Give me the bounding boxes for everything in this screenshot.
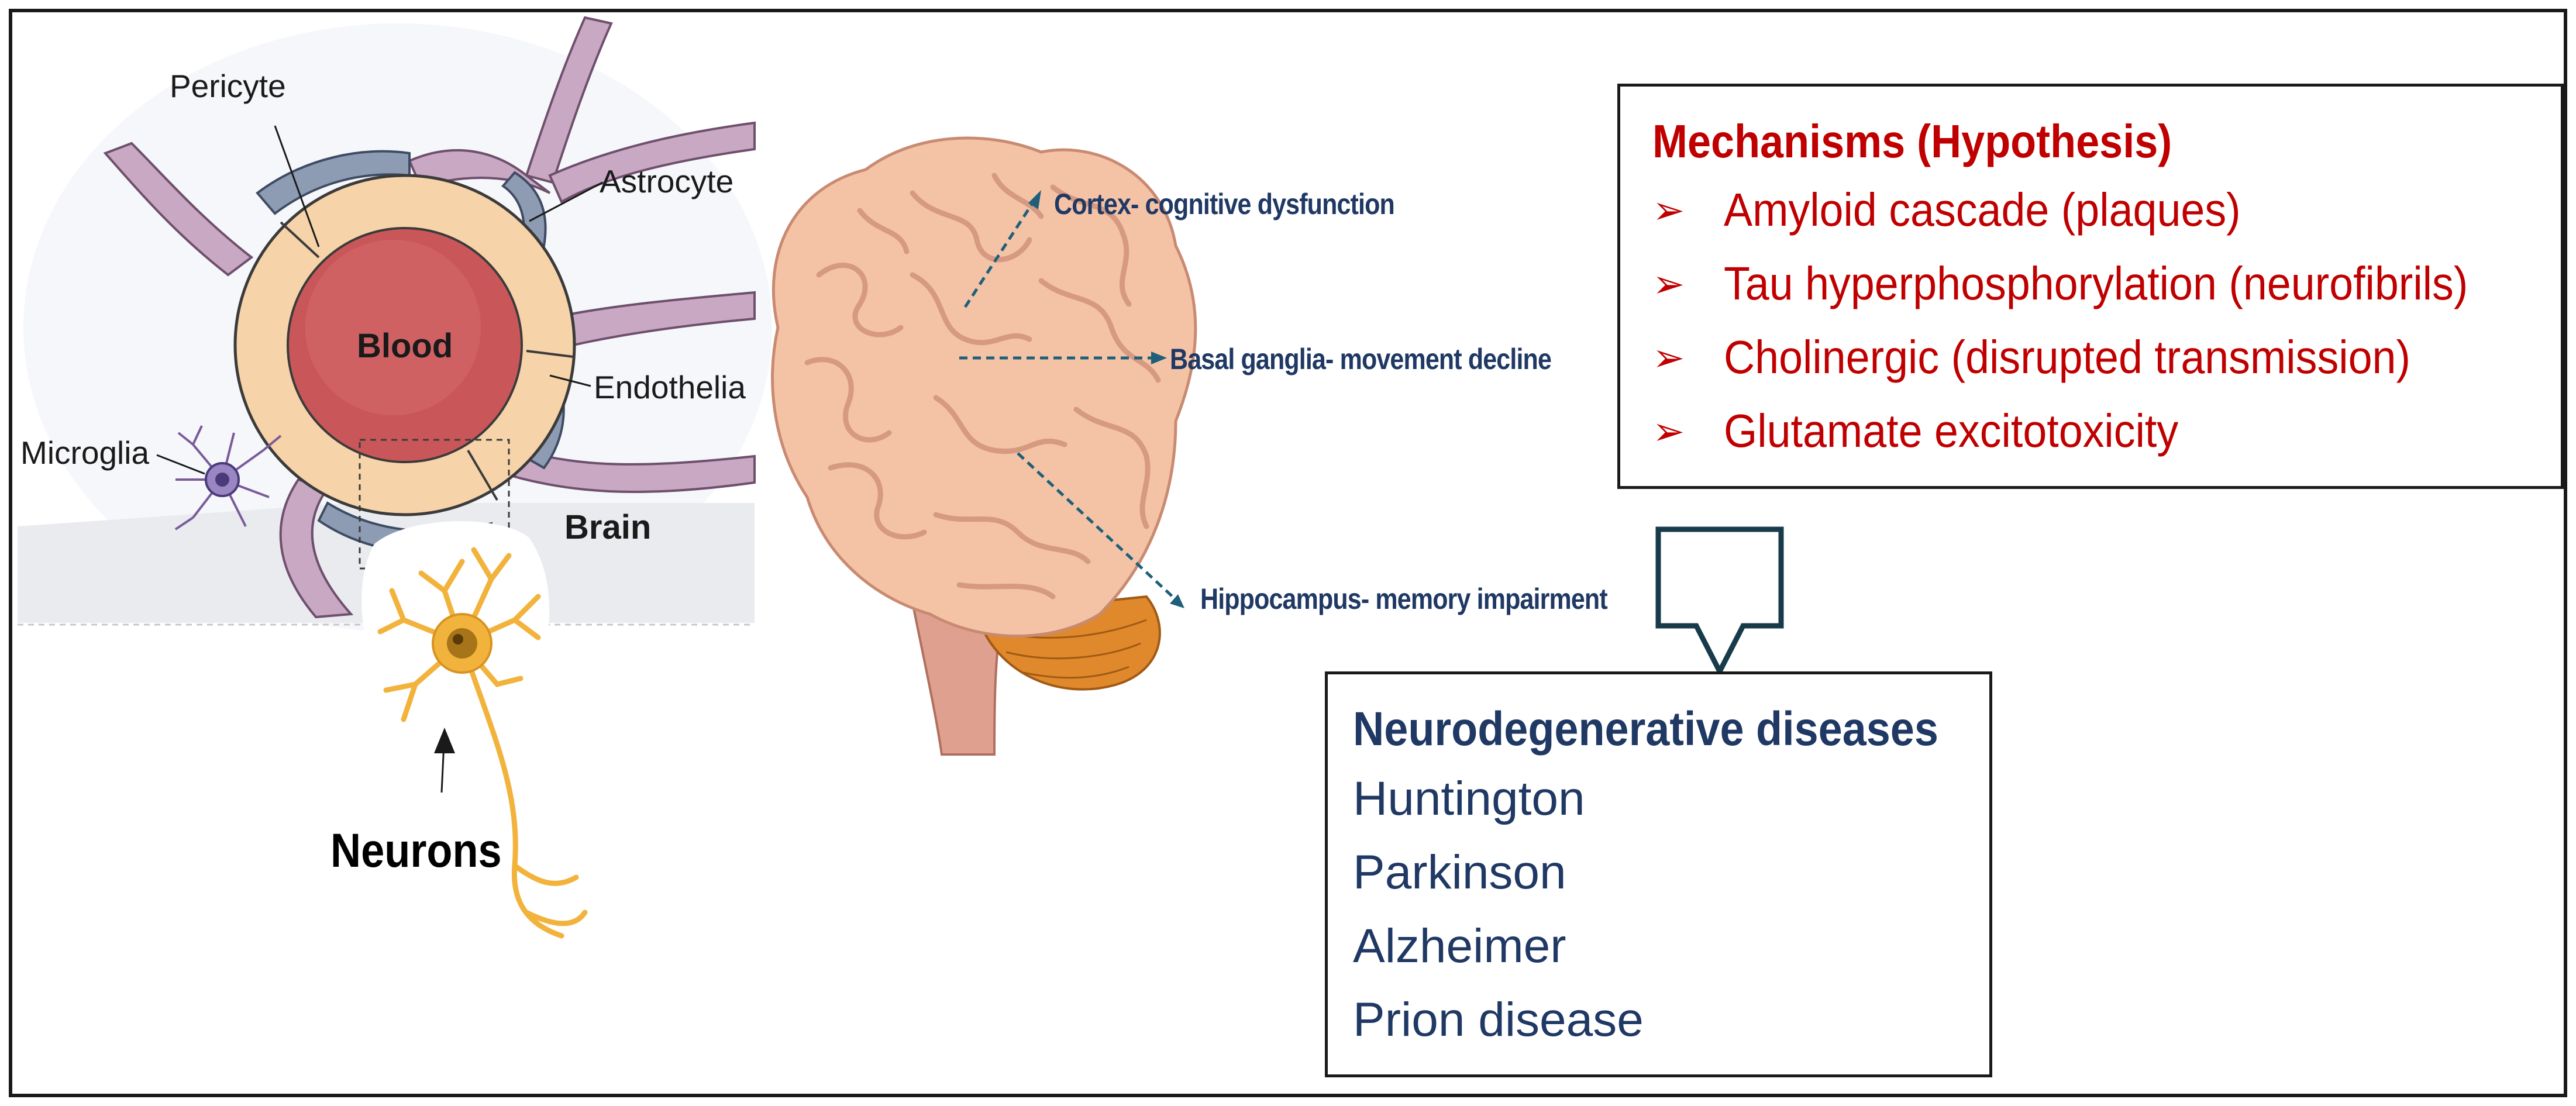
- mechanism-item: ➢Cholinergic (disrupted transmission): [1652, 321, 2561, 394]
- arrow-bullet-icon: ➢: [1652, 188, 1685, 232]
- arrow-bullet-icon: ➢: [1652, 409, 1685, 453]
- down-arrow-connector: [1655, 526, 1784, 677]
- brain-illustration: [771, 136, 1197, 756]
- label-brain: Brain: [564, 508, 652, 546]
- disease-item: Alzheimer: [1353, 919, 1566, 973]
- label-hippocampus: Hippocampus- memory impairment: [1200, 583, 1608, 615]
- disease-item: Parkinson: [1353, 846, 1566, 899]
- label-cortex: Cortex- cognitive dysfunction: [1054, 188, 1395, 220]
- arrow-bullet-icon: ➢: [1652, 262, 1685, 305]
- label-basal-ganglia: Basal ganglia- movement decline: [1170, 343, 1552, 375]
- mechanisms-box: Mechanisms (Hypothesis) ➢Amyloid cascade…: [1617, 84, 2564, 489]
- label-microglia: Microglia: [20, 435, 150, 471]
- neuron-cell: [377, 547, 588, 939]
- arrow-bullet-icon: ➢: [1652, 336, 1685, 379]
- astrocyte-processes: [103, 16, 756, 619]
- bbb-illustration: [18, 16, 772, 939]
- disease-item: Huntington: [1353, 772, 1585, 825]
- diseases-title: Neurodegenerative diseases: [1353, 702, 1938, 756]
- disease-item: Prion disease: [1353, 993, 1644, 1046]
- mechanisms-title: Mechanisms (Hypothesis): [1652, 115, 2172, 167]
- label-blood: Blood: [357, 327, 453, 365]
- label-endothelia: Endothelia: [594, 369, 746, 405]
- label-pericyte: Pericyte: [170, 68, 286, 104]
- mechanism-item: ➢Glutamate excitotoxicity: [1652, 394, 2561, 468]
- label-astrocyte: Astrocyte: [600, 163, 734, 199]
- diseases-box: Neurodegenerative diseases Huntington Pa…: [1325, 671, 1992, 1077]
- label-neurons: Neurons: [330, 824, 502, 877]
- mechanism-item: ➢Tau hyperphosphorylation (neurofibrils): [1652, 247, 2561, 321]
- mechanism-item: ➢Amyloid cascade (plaques): [1652, 173, 2561, 247]
